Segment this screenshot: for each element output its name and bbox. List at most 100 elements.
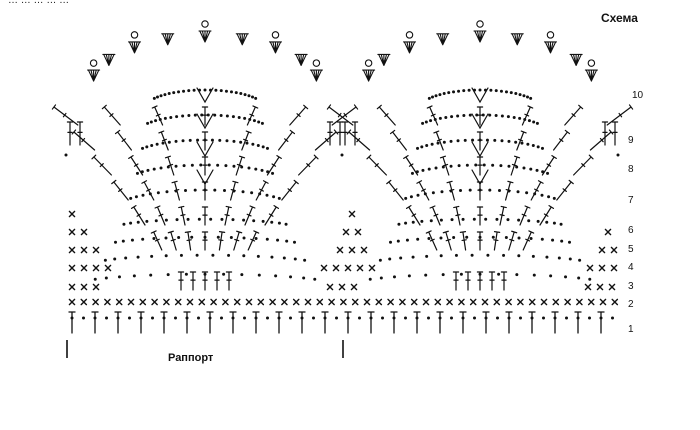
chain-stitch-dot (164, 117, 167, 120)
chain-stitch-dot (526, 143, 529, 146)
chain-stitch-dot (168, 92, 171, 95)
chain-stitch-dot (152, 237, 155, 240)
double-crochet-tee (112, 180, 128, 200)
chain-stitch-dot (242, 190, 245, 193)
picot-ring (406, 32, 412, 38)
chain-stitch-dot (529, 168, 532, 171)
double-crochet-tee (225, 206, 231, 225)
single-crochet-x (599, 247, 604, 252)
chain-stitch-dot (456, 115, 459, 118)
chain-stitch-dot (532, 144, 535, 147)
chain-stitch-dot (443, 92, 446, 95)
double-crochet-tee (202, 132, 207, 150)
double-crochet-tee (443, 231, 451, 250)
double-crochet-tee (460, 232, 466, 250)
chain-stitch-dot (510, 91, 513, 94)
single-crochet-x (270, 299, 275, 304)
chain-stitch-dot (177, 90, 180, 93)
single-crochet-x (187, 299, 192, 304)
chain-stitch-dot (187, 218, 190, 221)
chain-stitch-dot (136, 172, 139, 175)
chain-stitch-dot (224, 164, 227, 167)
chain-stitch-dot (439, 117, 442, 120)
fan-shell (199, 31, 211, 42)
chain-stitch-dot (438, 93, 441, 96)
chain-stitch-dot (211, 139, 214, 142)
double-crochet-tee (190, 272, 195, 290)
single-crochet-x (321, 265, 326, 270)
single-crochet-x (337, 247, 342, 252)
chain-stitch-dot (255, 237, 258, 240)
double-crochet-tee (426, 231, 436, 250)
double-crochet-tee (511, 156, 519, 175)
double-crochet-tee (494, 232, 500, 250)
chain-stitch-dot (479, 273, 482, 276)
chain-stitch-dot (341, 154, 344, 157)
chain-stitch-dot (565, 317, 568, 320)
chain-stitch-dot (435, 94, 438, 97)
row-number-1: 1 (628, 324, 634, 335)
chain-stitch-dot (437, 142, 440, 145)
diagram-title: Схема (601, 11, 638, 25)
double-crochet-tee (299, 155, 318, 175)
treble-post (69, 312, 75, 333)
chain-stitch-dot (271, 172, 274, 175)
chain-stitch-dot (270, 221, 273, 224)
chain-stitch-dot (588, 317, 591, 320)
chain-stitch-dot (227, 254, 230, 257)
chain-stitch-dot (175, 165, 178, 168)
single-crochet-x (599, 265, 604, 270)
chain-stitch-dot (253, 119, 256, 122)
chain-stitch-dot (471, 139, 474, 142)
chain-stitch-dot (471, 254, 474, 257)
double-crochet-tee (226, 272, 231, 290)
chain-stitch-dot (404, 317, 407, 320)
treble-post (184, 312, 190, 333)
chain-stitch-dot (546, 172, 549, 175)
chain-stitch-dot (285, 240, 288, 243)
chain-stitch-dot (496, 317, 499, 320)
single-crochet-x (609, 284, 614, 289)
single-crochet-x (611, 247, 616, 252)
chain-stitch-dot (439, 236, 442, 239)
chain-stitch-dot (493, 139, 496, 142)
chain-stitch-dot (239, 141, 242, 144)
double-crochet-tee (242, 131, 251, 150)
chain-stitch-dot (247, 94, 250, 97)
treble-post (115, 312, 121, 333)
chain-stitch-dot (425, 144, 428, 147)
single-crochet-x (553, 299, 558, 304)
chain-stitch-dot (421, 122, 424, 125)
chain-stitch-dot (397, 240, 400, 243)
chain-stitch-dot (517, 190, 520, 193)
chain-stitch-dot (430, 219, 433, 222)
chain-stitch-dot (216, 164, 219, 167)
double-crochet-tee (231, 181, 238, 200)
double-crochet-tee (179, 206, 185, 225)
chain-stitch-dot (424, 274, 427, 277)
single-crochet-x (611, 265, 616, 270)
fan-shell (103, 54, 115, 65)
chain-stitch-dot (213, 189, 216, 192)
chain-stitch-dot (94, 278, 97, 281)
single-crochet-x (412, 299, 417, 304)
double-crochet-tee (387, 180, 403, 200)
chain-stitch-dot (220, 89, 223, 92)
double-crochet-tee (417, 181, 429, 200)
fan-shell (310, 70, 322, 81)
chain-stitch-dot (182, 90, 185, 93)
chain-stitch-dot (335, 317, 338, 320)
chain-stitch-dot (261, 122, 264, 125)
chain-stitch-dot (483, 164, 486, 167)
chain-stitch-dot (194, 114, 197, 117)
row-number-5: 5 (628, 244, 634, 255)
chain-stitch-dot (389, 241, 392, 244)
chain-stitch-dot (243, 117, 246, 120)
chain-stitch-dot (283, 257, 286, 260)
double-crochet-tee (391, 130, 407, 150)
chain-stitch-dot (358, 317, 361, 320)
chain-stitch-dot (293, 241, 296, 244)
chain-stitch-dot (501, 115, 504, 118)
chain-stitch-dot (406, 239, 409, 242)
